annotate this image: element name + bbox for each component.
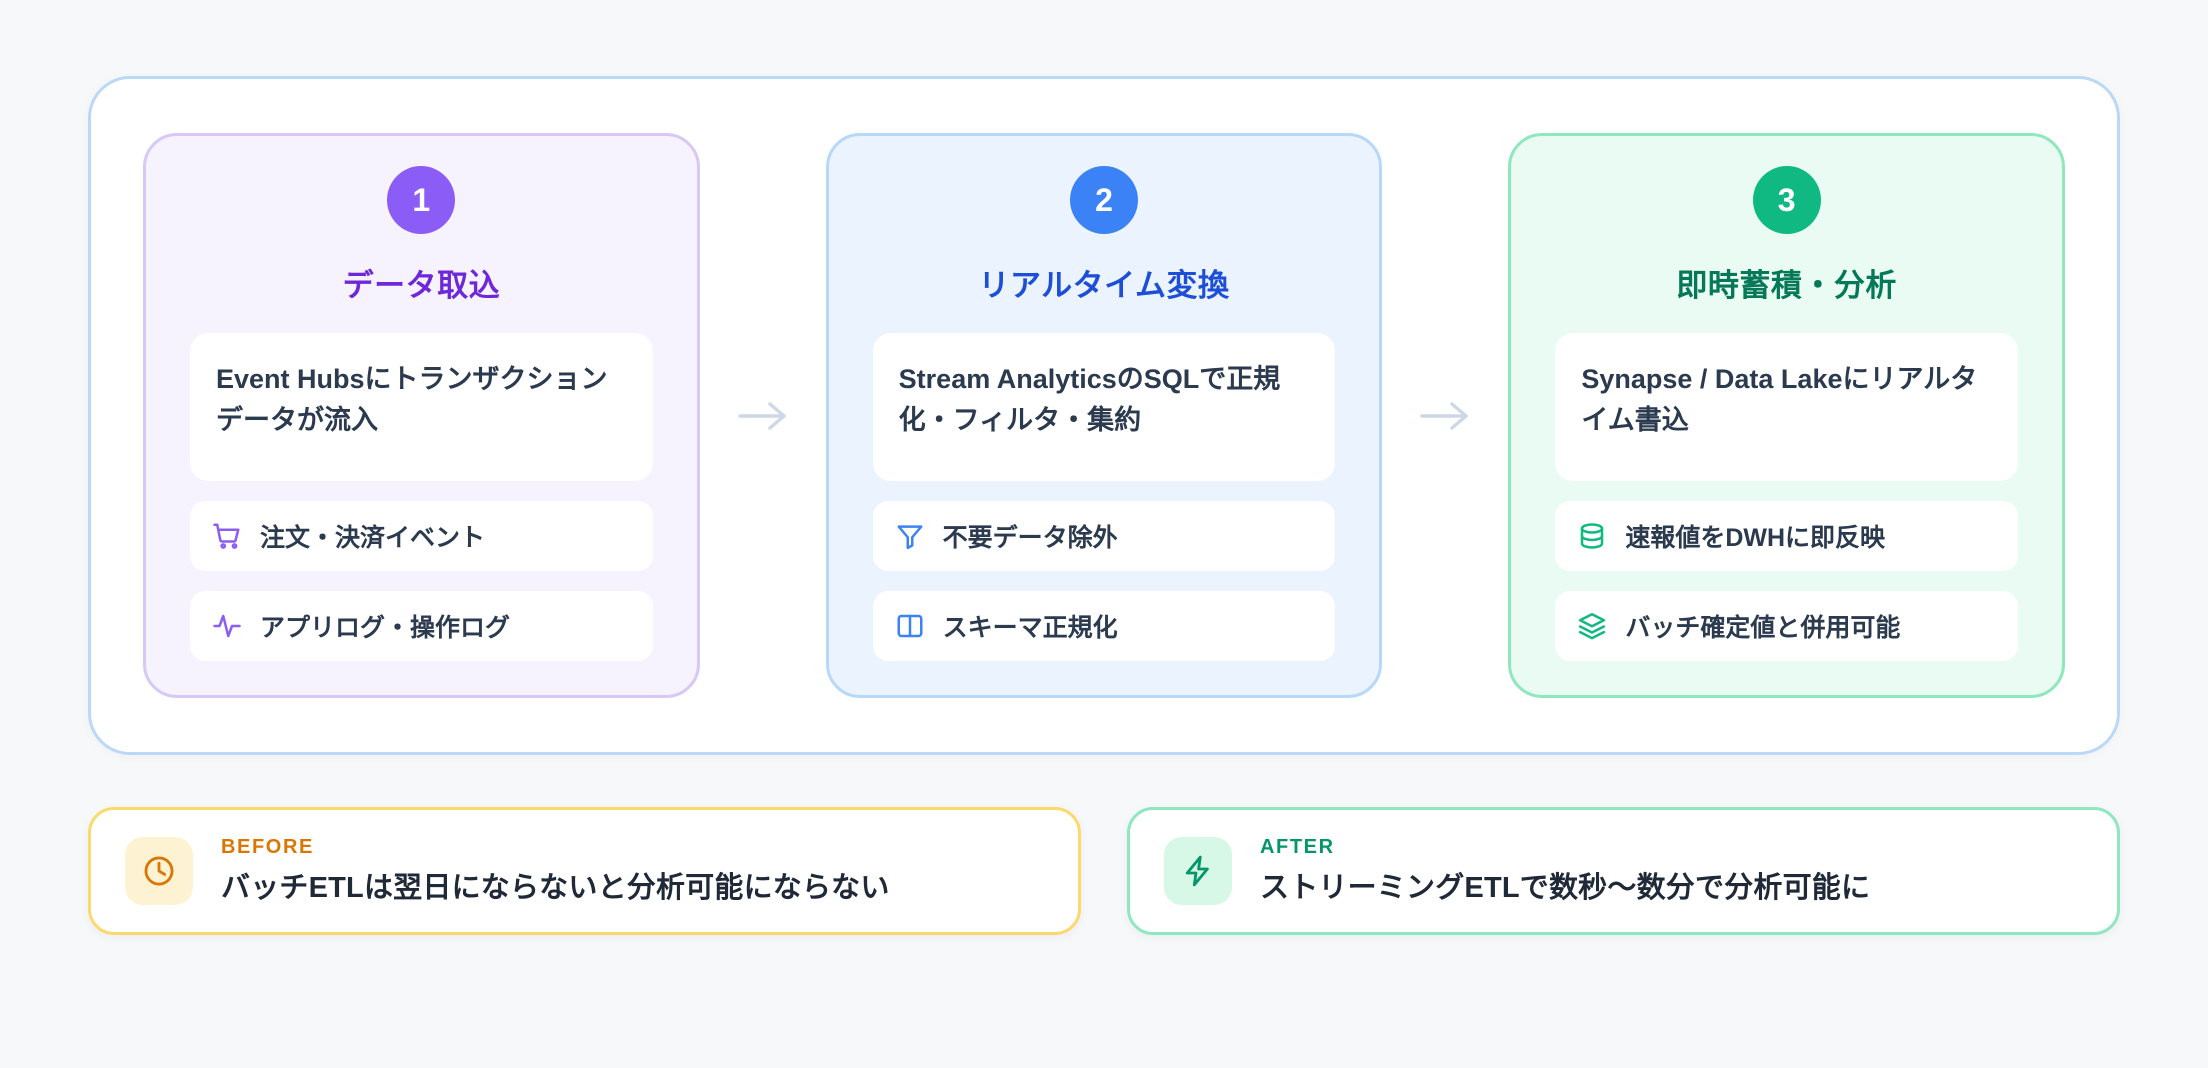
columns-icon bbox=[895, 611, 925, 641]
step-1-chip-1-label: 注文・決済イベント bbox=[260, 524, 486, 552]
step-card-1: 1 データ取込 Event Hubsにトランザクションデータが流入 注文・決済イ… bbox=[143, 133, 700, 698]
before-headline: バッチETLは翌日にならないと分析可能にならない bbox=[221, 872, 890, 904]
outcome-comparison: BEFORE バッチETLは翌日にならないと分析可能にならない AFTER スト… bbox=[88, 807, 2120, 935]
arrow-right-icon bbox=[737, 401, 786, 430]
after-card: AFTER ストリーミングETLで数秒〜数分で分析可能に bbox=[1127, 807, 2120, 935]
step-1-chip-2-label: アプリログ・操作ログ bbox=[260, 614, 511, 642]
step-summary-3: Synapse / Data Lakeにリアルタイム書込 bbox=[1555, 333, 2019, 481]
database-icon bbox=[1577, 521, 1607, 551]
after-kicker: AFTER bbox=[1260, 836, 1335, 858]
arrow-right-icon bbox=[1420, 401, 1469, 430]
step-2-chip-2: スキーマ正規化 bbox=[872, 591, 1336, 661]
layers-icon bbox=[1577, 611, 1607, 641]
connector-arrow-2 bbox=[1382, 133, 1508, 698]
filter-icon bbox=[895, 521, 925, 551]
lightning-bolt-icon bbox=[1181, 854, 1215, 888]
before-kicker: BEFORE bbox=[221, 836, 314, 858]
step-2-chip-2-label: スキーマ正規化 bbox=[942, 614, 1118, 642]
connector-arrow-1 bbox=[700, 133, 826, 698]
step-3-chip-1-label: 速報値をDWHに即反映 bbox=[1625, 524, 1886, 552]
step-number-badge-1: 1 bbox=[387, 166, 456, 234]
before-icon-wrap bbox=[125, 837, 193, 905]
step-3-chip-2: バッチ確定値と併用可能 bbox=[1555, 591, 2019, 661]
step-2-chip-1-label: 不要データ除外 bbox=[942, 524, 1118, 552]
step-1-chip-2: アプリログ・操作ログ bbox=[190, 591, 653, 661]
step-title-3: 即時蓄積・分析 bbox=[1676, 268, 1897, 303]
step-2-chip-1: 不要データ除外 bbox=[872, 501, 1336, 571]
step-card-2: 2 リアルタイム変換 Stream AnalyticsのSQLで正規化・フィルタ… bbox=[825, 133, 1383, 698]
step-3-chip-1: 速報値をDWHに即反映 bbox=[1555, 501, 2019, 571]
step-number-badge-2: 2 bbox=[1070, 166, 1138, 234]
activity-pulse-icon bbox=[212, 611, 242, 641]
step-title-1: データ取込 bbox=[342, 268, 501, 303]
step-title-2: リアルタイム変換 bbox=[978, 268, 1230, 303]
shopping-cart-icon bbox=[212, 521, 242, 551]
step-card-3: 3 即時蓄積・分析 Synapse / Data Lakeにリアルタイム書込 速… bbox=[1508, 133, 2066, 698]
after-icon-wrap bbox=[1164, 837, 1232, 905]
step-3-chip-2-label: バッチ確定値と併用可能 bbox=[1625, 614, 1901, 642]
step-summary-1: Event Hubsにトランザクションデータが流入 bbox=[190, 333, 653, 481]
pipeline-flow-container: 1 データ取込 Event Hubsにトランザクションデータが流入 注文・決済イ… bbox=[88, 76, 2120, 755]
step-summary-2: Stream AnalyticsのSQLで正規化・フィルタ・集約 bbox=[872, 333, 1336, 481]
step-1-chip-1: 注文・決済イベント bbox=[190, 501, 653, 571]
clock-icon bbox=[142, 854, 176, 888]
after-headline: ストリーミングETLで数秒〜数分で分析可能に bbox=[1260, 872, 1871, 904]
step-number-badge-3: 3 bbox=[1752, 166, 1821, 234]
before-card: BEFORE バッチETLは翌日にならないと分析可能にならない bbox=[88, 807, 1081, 935]
